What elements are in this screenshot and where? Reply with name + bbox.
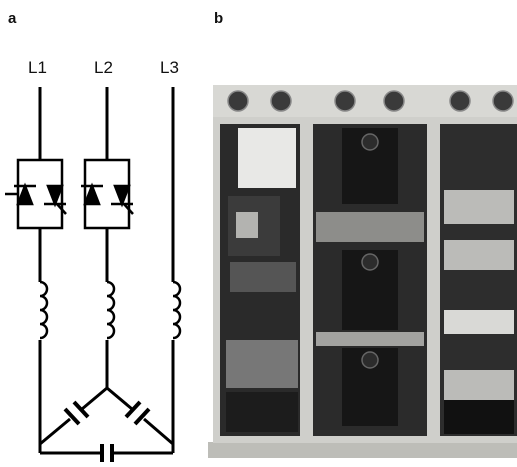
thyristor-pair-l1 <box>5 158 67 230</box>
circuit-schematic <box>5 87 182 462</box>
inductor-l3 <box>172 280 182 340</box>
panel-b-letter: b <box>214 10 224 27</box>
inductor-l2 <box>106 280 116 340</box>
thyristor-pair-l2 <box>81 158 134 230</box>
cabinet-middle <box>306 117 434 443</box>
inductor-l1 <box>39 280 49 340</box>
cabinet-right <box>434 117 517 443</box>
roof-fans <box>227 90 514 112</box>
panel-a-letter: a <box>8 10 17 27</box>
phase-label-l1: L1 <box>28 58 47 77</box>
cabinet-left <box>213 117 306 443</box>
capacitor-bank <box>39 386 174 462</box>
phase-label-l2: L2 <box>94 58 113 77</box>
phase-label-l3: L3 <box>160 58 179 77</box>
